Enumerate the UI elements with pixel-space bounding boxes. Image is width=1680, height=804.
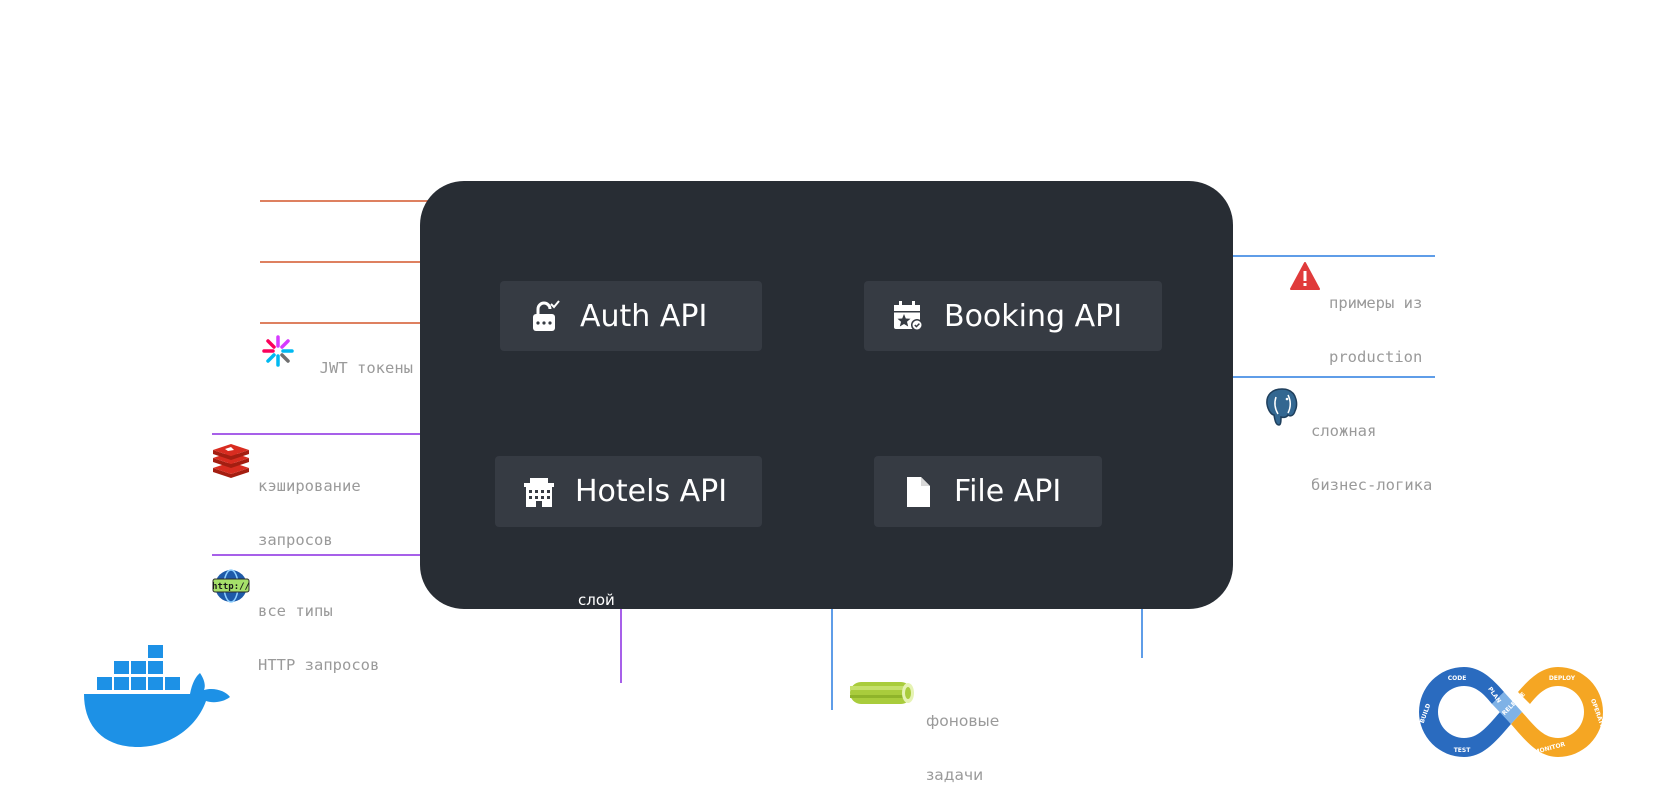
devops-word-deploy: DEPLOY <box>1549 675 1576 682</box>
jwt-note-text: JWT токены <box>319 359 413 377</box>
cache-note-line2: запросов <box>258 531 333 549</box>
devops-word-code: CODE <box>1448 675 1467 682</box>
auth-api-card[interactable]: Auth API <box>500 281 762 351</box>
hotels-api-card[interactable]: Hotels API <box>495 456 762 527</box>
jwt-logo-icon <box>261 334 295 373</box>
warning-icon <box>1290 262 1320 295</box>
production-note-line2: production <box>1329 348 1423 366</box>
production-note: примеры из production <box>1329 258 1422 384</box>
lock-icon <box>526 298 562 334</box>
background-tasks-note-line1: фоновые <box>926 712 1000 730</box>
business-logic-note: сложная бизнес-логика <box>1311 386 1432 512</box>
file-api-label: File API <box>954 474 1062 509</box>
background-tasks-note-line2: задачи <box>926 766 984 784</box>
cache-note-line1: кэширование <box>258 477 361 495</box>
http-badge-text: http:// <box>212 582 250 592</box>
layer-label: слой <box>578 591 615 609</box>
devops-word-test: TEST <box>1454 747 1472 754</box>
production-note-line1: примеры из <box>1329 294 1423 312</box>
jwt-note: JWT токены <box>301 341 413 377</box>
http-globe-icon: http:// <box>212 568 250 609</box>
business-logic-note-line1: сложная <box>1311 422 1377 440</box>
background-tasks-note: фоновые задачи <box>926 676 999 802</box>
http-note: все типы HTTP запросов <box>258 566 379 692</box>
hotel-building-icon <box>521 474 557 510</box>
booking-api-label: Booking API <box>944 298 1123 334</box>
business-logic-note-line2: бизнес-логика <box>1311 476 1433 494</box>
postgres-elephant-icon <box>1264 387 1300 432</box>
redis-logo-icon <box>212 444 250 483</box>
application-board <box>420 181 1233 609</box>
booking-api-card[interactable]: Booking API <box>864 281 1162 351</box>
file-icon <box>900 474 936 510</box>
hotels-api-label: Hotels API <box>575 474 728 509</box>
docker-whale-icon <box>82 643 232 753</box>
celery-icon <box>848 678 918 713</box>
auth-api-label: Auth API <box>580 298 708 334</box>
cache-note: кэширование запросов <box>258 441 361 567</box>
http-note-line1: все типы <box>258 602 333 620</box>
calendar-star-icon <box>890 298 926 334</box>
file-api-card[interactable]: File API <box>874 456 1102 527</box>
devops-infinity-icon: CODE BUILD PLAN TEST RELEASE DEPLOY OPER… <box>1414 662 1608 767</box>
http-note-line2: HTTP запросов <box>258 656 380 674</box>
